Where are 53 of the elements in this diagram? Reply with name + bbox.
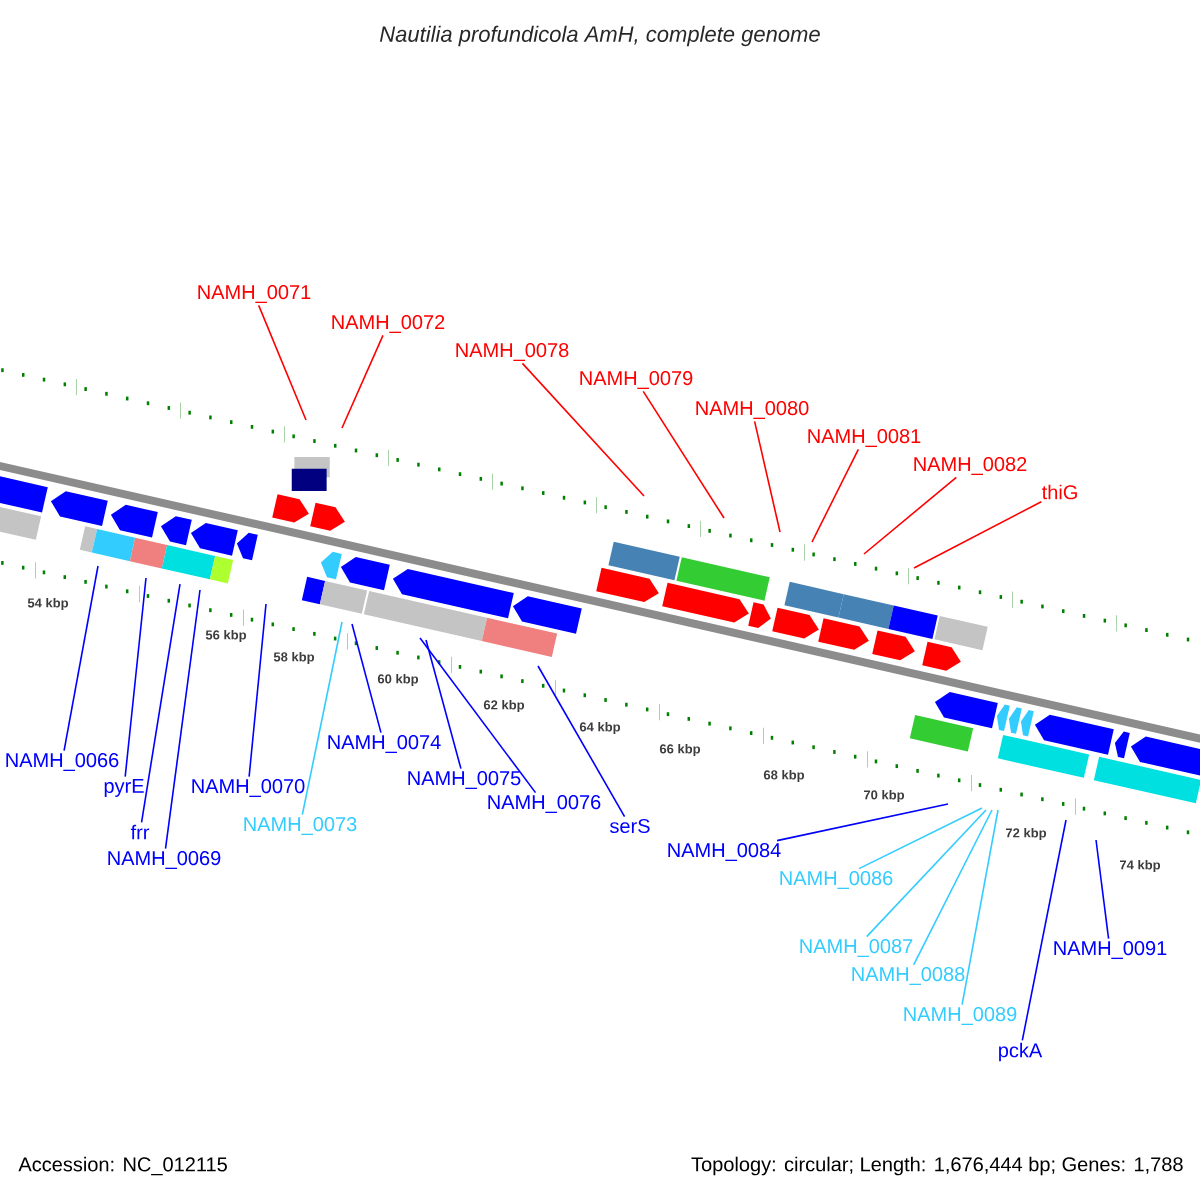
gene-label: NAMH_0079 [580, 371, 693, 389]
gene-label: NAMH_0084 [668, 843, 781, 861]
leader-line [811, 448, 860, 543]
gene-label: NAMH_0075 [408, 771, 521, 789]
footer-text: Topology: circular; Length: 1,676,444 bp; Genes: 1,788 [691, 1156, 1183, 1176]
leader-line [140, 583, 181, 824]
gene-label: frr [130, 824, 150, 840]
gene-label: NAMH_0087 [800, 939, 913, 957]
leader-line [425, 639, 462, 770]
leader-line [164, 589, 201, 850]
title: Nautilia profundicola AmH, complete genome [379, 25, 820, 47]
gene-label: NAMH_0070 [192, 779, 305, 797]
gene-label: serS [610, 818, 650, 834]
gene-label: NAMH_0089 [904, 1007, 1017, 1025]
gene-label: pyrE [104, 779, 144, 797]
gene-label: NAMH_0066 [6, 753, 119, 771]
gene-label: NAMH_0078 [456, 343, 569, 361]
gene-label: NAMH_0073 [244, 817, 357, 835]
gene-label: NAMH_0080 [696, 401, 809, 419]
leader-line [419, 637, 537, 794]
leader-line [521, 362, 645, 497]
leader-line [248, 603, 267, 778]
leader-line [858, 807, 983, 870]
leader-line [537, 665, 626, 818]
leader-line [961, 809, 999, 1006]
leader-line [257, 304, 307, 421]
gene-label: NAMH_0086 [780, 871, 893, 889]
gene-label: NAMH_0076 [488, 795, 601, 813]
gene-label: NAMH_0072 [332, 315, 445, 333]
leader-line [753, 420, 781, 533]
leader-line [124, 577, 147, 778]
leader-line [642, 390, 725, 519]
leader-line [776, 803, 949, 842]
leader-line [351, 623, 382, 734]
gene-label: thiG [1042, 484, 1077, 500]
gene-label: NAMH_0088 [852, 967, 965, 985]
footer-text: Accession: NC_012115 [18, 1156, 227, 1176]
leader-line [1021, 819, 1067, 1042]
gene-label: pckA [999, 1042, 1043, 1062]
gene-label: NAMH_0071 [198, 285, 311, 303]
leader-line [865, 809, 987, 938]
leader-line [301, 621, 343, 816]
gene-label: NAMH_0082 [914, 457, 1027, 475]
leader-line [63, 565, 99, 752]
gene-label: NAMH_0074 [328, 735, 441, 753]
leader-line [1095, 839, 1110, 940]
leader-line [913, 500, 1043, 569]
leader-line [341, 334, 384, 429]
leader-line [863, 476, 958, 555]
gene-label: NAMH_0091 [1054, 941, 1167, 959]
leader-line [912, 809, 993, 966]
gene-label: NAMH_0081 [808, 429, 921, 447]
gene-label: NAMH_0069 [108, 851, 221, 869]
